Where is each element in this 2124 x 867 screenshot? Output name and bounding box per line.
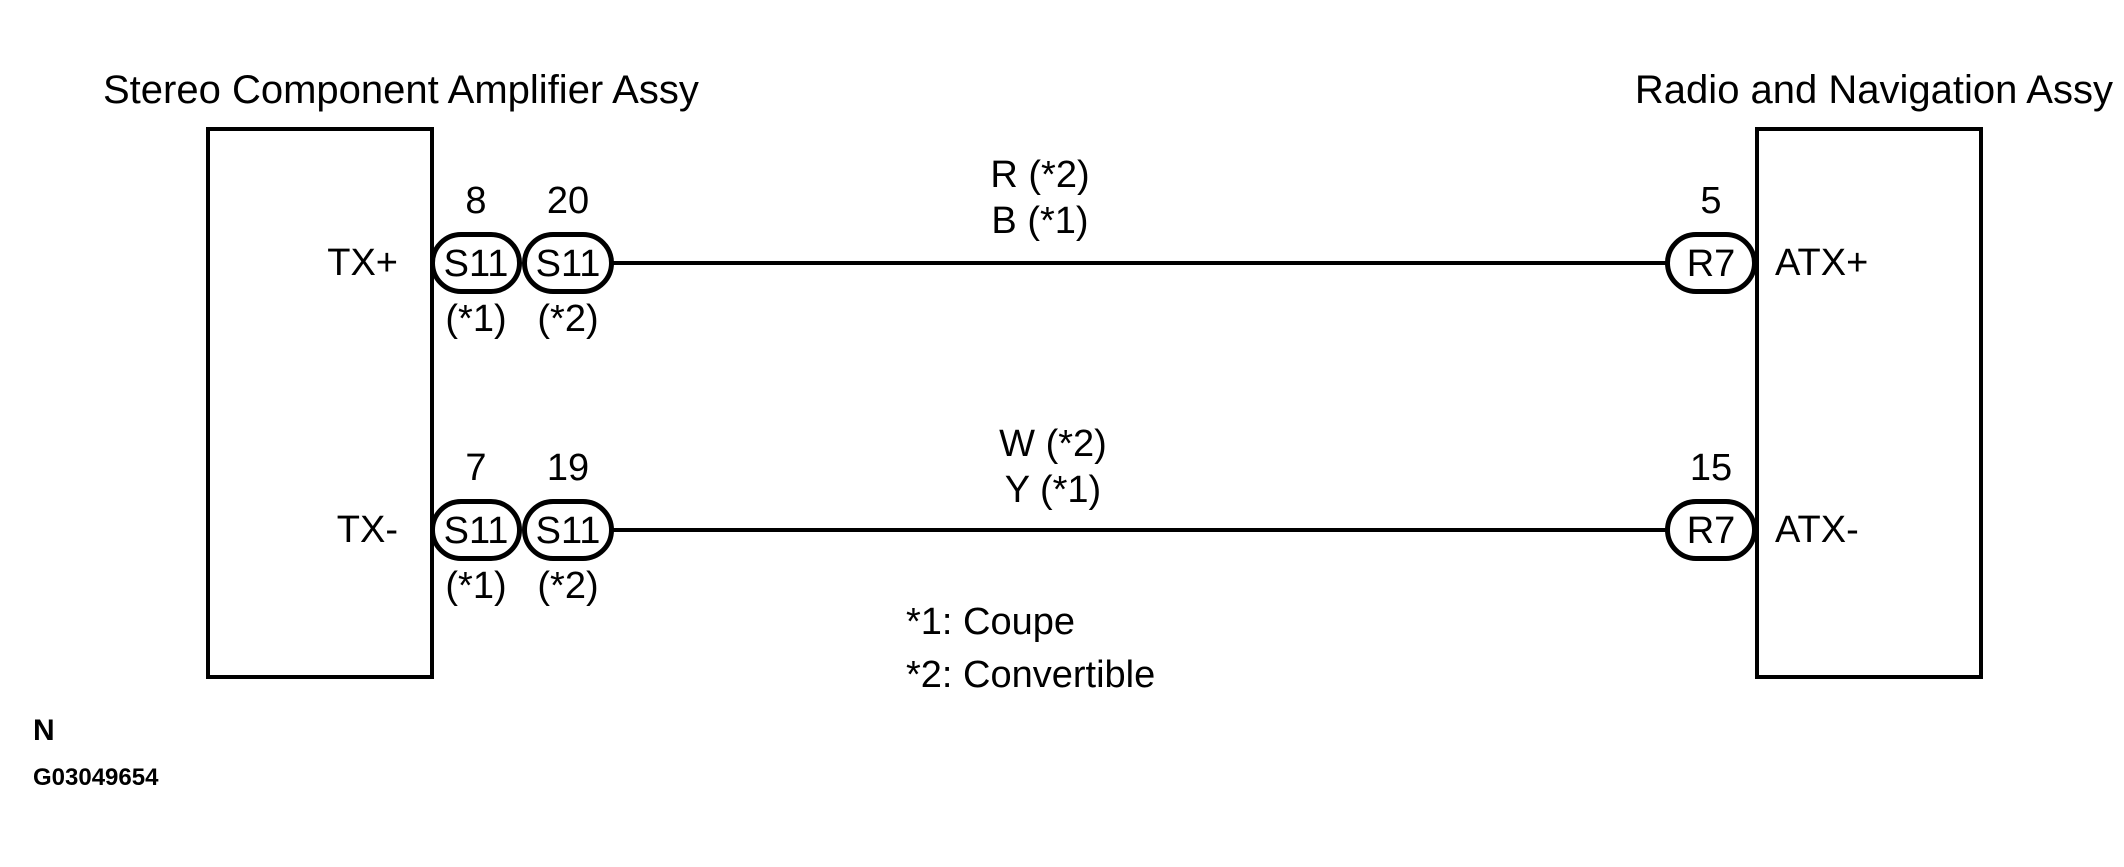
variant-note-convertible-bottom: (*2)	[537, 565, 599, 607]
variant-note-coupe-top: (*1)	[445, 298, 507, 340]
radio-title: Radio and Navigation Assy	[1634, 68, 2113, 112]
legend-item-coupe: *1: Coupe	[906, 601, 1076, 643]
wire-color-label: Y (*1)	[1004, 469, 1102, 511]
terminal-atx-minus: ATX-	[1775, 509, 1859, 551]
wire-color-labels-bottom: W (*2) Y (*1)	[943, 421, 1163, 513]
radio-box	[1755, 127, 1983, 679]
pin-label-8: 8	[465, 180, 487, 222]
pin-label-5: 5	[1700, 180, 1722, 222]
pin-label-7: 7	[465, 447, 487, 489]
connector-s11-pin7: S11	[430, 499, 522, 561]
amplifier-title: Stereo Component Amplifier Assy	[103, 68, 699, 112]
terminal-tx-minus: TX-	[336, 509, 398, 551]
wire-color-labels-top: R (*2) B (*1)	[930, 152, 1150, 244]
pin-label-19: 19	[546, 447, 590, 489]
legend: *1: Coupe *2: Convertible	[906, 596, 1155, 702]
connector-s11-pin20: S11	[522, 232, 614, 294]
terminal-tx-plus: TX+	[327, 242, 398, 284]
connector-s11-pin8: S11	[430, 232, 522, 294]
connector-s11-pin19: S11	[522, 499, 614, 561]
wire-color-label: W (*2)	[999, 423, 1107, 465]
figure-id: G03049654	[33, 764, 159, 791]
pin-label-15: 15	[1689, 447, 1733, 489]
wire-color-label: R (*2)	[990, 154, 1090, 196]
pin-label-20: 20	[546, 180, 590, 222]
note-n: N	[33, 714, 55, 747]
variant-note-convertible-top: (*2)	[537, 298, 599, 340]
wire-tx-minus	[610, 528, 1670, 532]
variant-note-coupe-bottom: (*1)	[445, 565, 507, 607]
wire-tx-plus	[610, 261, 1670, 265]
amplifier-box	[206, 127, 434, 679]
terminal-atx-plus: ATX+	[1775, 242, 1869, 284]
legend-item-convertible: *2: Convertible	[906, 654, 1156, 696]
wire-color-label: B (*1)	[991, 200, 1089, 242]
connector-r7-pin15: R7	[1665, 499, 1757, 561]
connector-r7-pin5: R7	[1665, 232, 1757, 294]
